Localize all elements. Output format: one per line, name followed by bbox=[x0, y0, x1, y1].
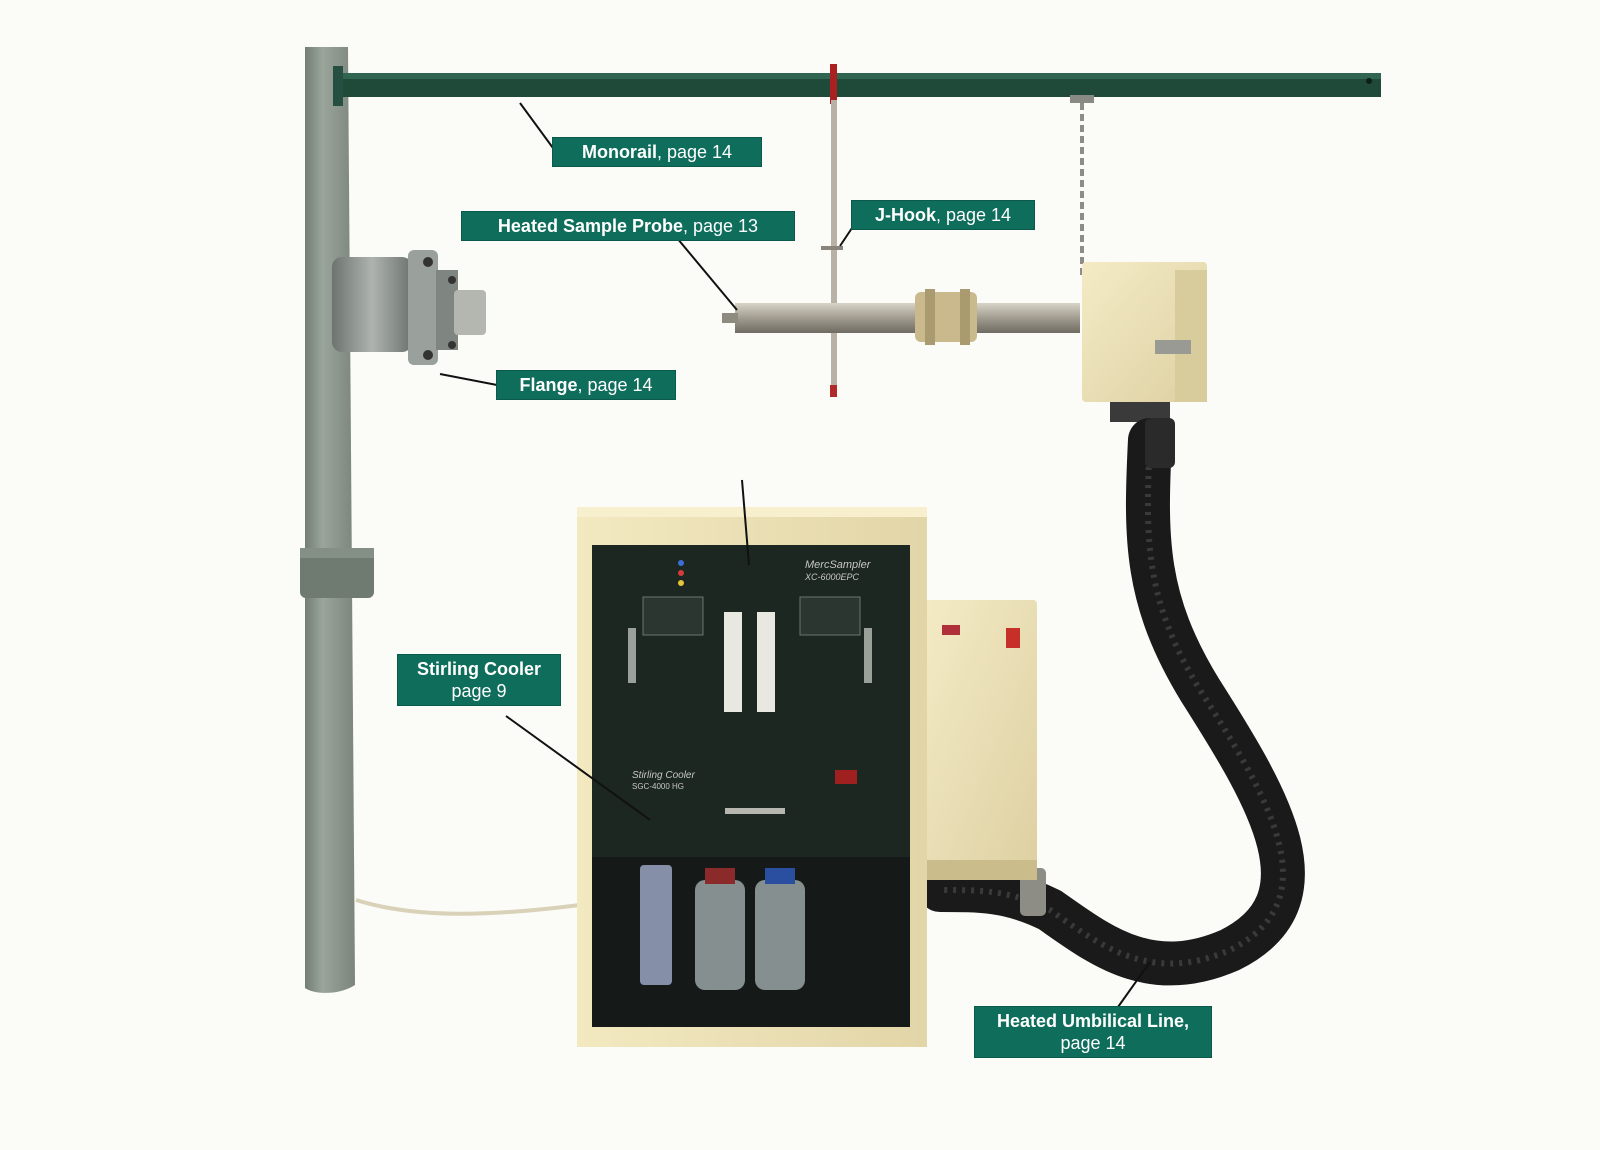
callout-flange-title: Flange bbox=[519, 375, 578, 395]
umbilical-hose bbox=[918, 418, 1305, 986]
j-hook-rod bbox=[821, 64, 843, 397]
leader-monorail bbox=[519, 102, 554, 149]
hanging-chain bbox=[1070, 95, 1094, 275]
side-enclosure bbox=[922, 600, 1037, 880]
cooler-title: Stirling Cooler bbox=[632, 770, 695, 781]
callout-monorail-title: Monorail bbox=[581, 142, 657, 162]
sample-probe-tube bbox=[722, 289, 1080, 345]
callout-heated-sample-probe: Heated Sample Probe, page 13 bbox=[462, 212, 794, 240]
callout-stirling-cooler: Stirling Cooler page 9 bbox=[398, 655, 560, 705]
panel-brand-title: MercSampler bbox=[805, 559, 872, 571]
callout-flange: Flange, page 14 bbox=[497, 371, 675, 399]
callout-cooler-page: page 9 bbox=[451, 681, 507, 701]
callout-flange-page: , page 14 bbox=[577, 375, 653, 395]
callout-heated-umbilical-line: Heated Umbilical Line, page 14 bbox=[975, 1007, 1211, 1057]
leader-umbilical bbox=[1117, 961, 1151, 1008]
callout-probe-title: Heated Sample Probe bbox=[497, 216, 683, 236]
flange-assembly bbox=[332, 250, 486, 365]
callout-probe-page: , page 13 bbox=[682, 216, 759, 236]
callout-monorail: Monorail, page 14 bbox=[553, 138, 761, 166]
callout-umbilical-page: page 14 bbox=[1060, 1033, 1126, 1053]
leader-cooler bbox=[505, 715, 651, 821]
monorail-beam bbox=[333, 66, 1381, 106]
leader-flange bbox=[439, 373, 498, 386]
callout-umbilical-title: Heated Umbilical Line, bbox=[996, 1011, 1190, 1031]
panel-model: XC-6000EPC bbox=[804, 572, 860, 582]
callout-jhook-title: J-Hook bbox=[874, 205, 936, 225]
power-cord bbox=[355, 898, 581, 916]
probe-heater-box bbox=[1082, 262, 1207, 422]
leader-jhook bbox=[839, 227, 853, 247]
callout-monorail-page: , page 14 bbox=[656, 142, 733, 162]
cooler-model: SGC-4000 HG bbox=[632, 782, 684, 791]
stack-pole bbox=[300, 47, 374, 993]
callout-jhook-page: , page 14 bbox=[935, 205, 1012, 225]
hose-connector-top bbox=[1145, 418, 1175, 468]
leader-lines bbox=[439, 102, 1151, 1008]
leader-probe bbox=[676, 237, 738, 311]
callout-cooler-title: Stirling Cooler bbox=[416, 659, 541, 679]
main-cabinet: MercSampler XC-6000EPC Stirling Cooler S… bbox=[577, 479, 927, 1047]
callout-j-hook: J-Hook, page 14 bbox=[852, 201, 1034, 229]
